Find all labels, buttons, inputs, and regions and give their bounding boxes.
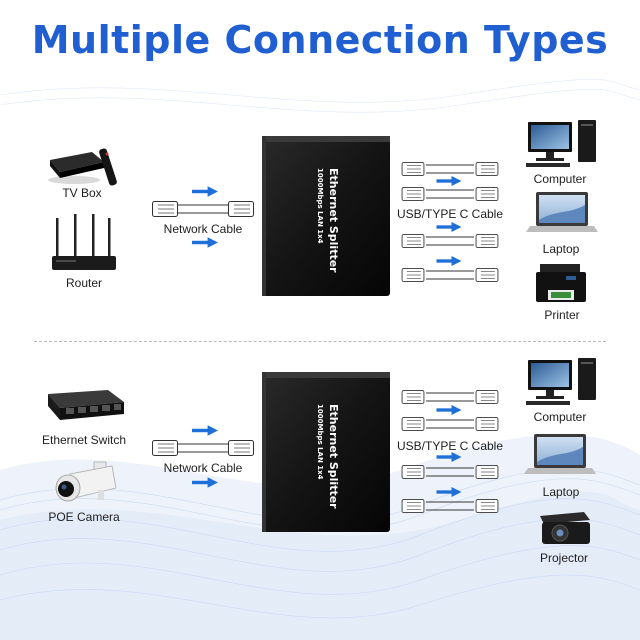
network-cable-icon	[152, 201, 254, 217]
laptop-icon	[524, 434, 596, 474]
output-label-projector: Projector	[539, 551, 589, 565]
output-label-computer: Computer	[533, 410, 587, 424]
computer-icon	[526, 358, 596, 405]
computer-icon	[526, 120, 596, 167]
output-cable-icon	[401, 499, 499, 513]
arrow-icon	[436, 256, 462, 266]
output-cable-label: USB/TYPE C Cable	[396, 439, 504, 453]
input-cable-label: Network Cable	[163, 222, 243, 236]
output-label-laptop: Laptop	[542, 242, 580, 256]
output-cable-icon	[401, 417, 499, 431]
arrow-icon	[436, 176, 462, 186]
input-label-router: Router	[65, 276, 103, 290]
printer-icon	[536, 264, 586, 302]
network-cable-icon	[152, 440, 254, 456]
arrow-icon	[192, 425, 218, 436]
input-label-ethernet-switch: Ethernet Switch	[41, 433, 127, 447]
arrow-icon	[192, 186, 218, 197]
input-label-poe-camera: POE Camera	[48, 510, 120, 524]
ethernet-splitter-device	[262, 372, 390, 532]
output-cable-icon	[401, 162, 499, 176]
arrow-icon	[436, 405, 462, 415]
input-label-tv-box: TV Box	[62, 186, 102, 200]
arrow-icon	[436, 222, 462, 232]
arrow-icon	[192, 237, 218, 248]
arrow-icon	[436, 452, 462, 462]
router-icon	[52, 214, 116, 270]
output-cable-icon	[401, 465, 499, 479]
page-title: Multiple Connection Types	[31, 18, 609, 62]
output-cable-label: USB/TYPE C Cable	[396, 207, 504, 221]
output-label-printer: Printer	[544, 308, 580, 322]
ethernet-splitter-device	[262, 136, 390, 296]
output-label-laptop: Laptop	[542, 485, 580, 499]
projector-icon	[540, 512, 590, 544]
poe-camera-icon	[55, 461, 117, 502]
output-cable-icon	[401, 390, 499, 404]
ethernet-switch-icon	[48, 390, 124, 420]
laptop-icon	[526, 192, 598, 232]
section-divider	[34, 341, 606, 342]
output-label-computer: Computer	[533, 172, 587, 186]
arrow-icon	[192, 477, 218, 488]
output-cable-icon	[401, 187, 499, 201]
arrow-icon	[436, 487, 462, 497]
input-cable-label: Network Cable	[163, 461, 243, 475]
output-cable-icon	[401, 268, 499, 282]
tv-box-icon	[48, 148, 117, 186]
output-cable-icon	[401, 234, 499, 248]
